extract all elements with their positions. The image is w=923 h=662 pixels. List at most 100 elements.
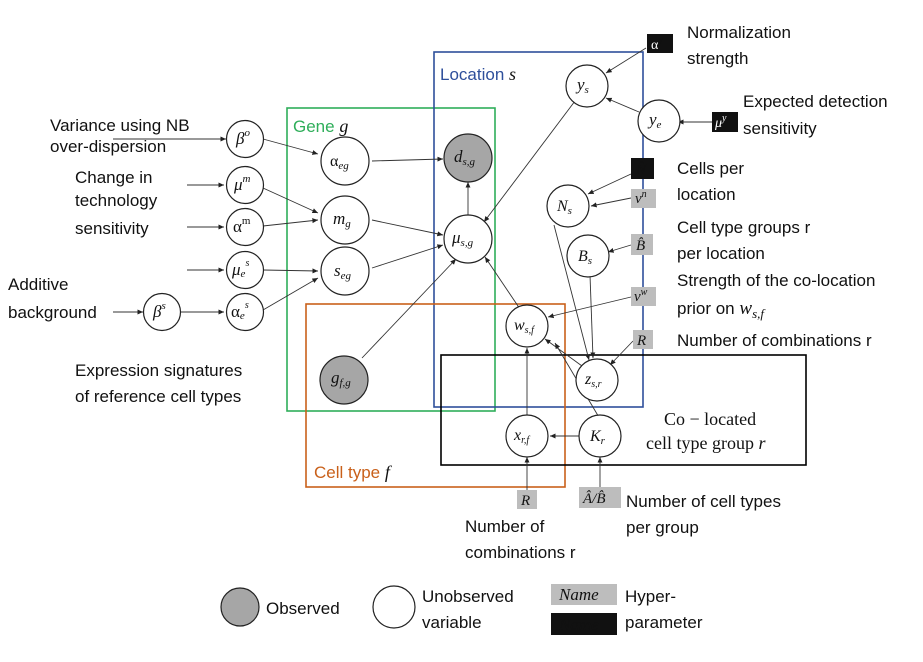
svg-text:μes: μes [231, 258, 249, 280]
svg-text:Name: Name [558, 585, 599, 604]
svg-text:sensitivity: sensitivity [743, 119, 817, 138]
legend-unobserved: Unobserved variable [372, 585, 514, 632]
svg-text:μy: μy [714, 113, 727, 131]
annotation-normalization: Normalization strength [687, 23, 791, 68]
edge-b-s-to-z-sr [589, 274, 596, 359]
svg-text:vn: vn [635, 189, 647, 207]
svg-text:over-dispersion: over-dispersion [50, 137, 166, 156]
svg-text:B̂: B̂ [636, 238, 645, 254]
annotation-change-sensitivity: Change in technology sensitivity [75, 168, 158, 238]
node-y-s: ys [565, 64, 609, 108]
svg-text:Location s: Location s [440, 64, 516, 84]
svg-text:mg: mg [333, 209, 351, 230]
svg-text:gf,g: gf,g [331, 368, 351, 389]
svg-text:Observed: Observed [266, 599, 340, 618]
svg-text:ws,f: ws,f [514, 317, 535, 336]
hyperparam-v-n: vn [631, 189, 656, 208]
svg-text:strength: strength [687, 49, 748, 68]
plate-location: Location s [433, 51, 644, 408]
hyperparam-r-bottom: R [517, 490, 537, 509]
annotation-cells-per-location: Cells per location [677, 159, 744, 204]
node-x-rf: xr,f [505, 414, 549, 458]
edge-mu-es-to-s-eg [262, 268, 319, 274]
hyperparam-n-hat: N̂ [631, 158, 654, 179]
edge-v-n-to-n-s [590, 197, 632, 208]
edge-alpha-es-to-s-eg [262, 277, 319, 311]
svg-text:cell type group r: cell type group r [646, 433, 766, 453]
svg-text:Gene g: Gene g [293, 116, 348, 136]
node-mu-m: μm [225, 165, 265, 205]
annotation-number-cell-types: Number of cell types per group [626, 492, 781, 537]
node-z-sr: zs,r [575, 358, 619, 402]
svg-text:Change in: Change in [75, 168, 153, 187]
svg-text:sensitivity: sensitivity [75, 219, 149, 238]
svg-text:xr,f: xr,f [513, 427, 530, 446]
svg-text:per location: per location [677, 244, 765, 263]
svg-text:Unobserved: Unobserved [422, 587, 514, 606]
edge-mu-m-to-m-g [262, 187, 319, 214]
svg-text:αm: αm [233, 215, 251, 236]
svg-text:prior on ws,f: prior on ws,f [677, 298, 766, 321]
svg-text:Expected detection: Expected detection [743, 92, 888, 111]
svg-text:background: background [8, 303, 97, 322]
legend-observed: Observed [220, 587, 340, 627]
plate-gene: Gene g [286, 107, 496, 412]
svg-text:μs,g: μs,g [451, 228, 474, 249]
annotation-number-combinations-bottom: Number of combinations r [465, 517, 576, 562]
svg-text:Expression signatures: Expression signatures [75, 361, 242, 380]
node-alpha-m: αm [225, 207, 265, 247]
plate-cell-type: Cell type f [305, 303, 566, 488]
svg-text:Co − located: Co − located [664, 409, 756, 429]
node-b-s: Bs [566, 234, 610, 278]
svg-text:ye: ye [647, 110, 662, 131]
svg-text:variable: variable [422, 613, 482, 632]
svg-text:Ns: Ns [556, 198, 572, 217]
svg-text:Number of combinations r: Number of combinations r [677, 331, 872, 350]
hyperparam-r-top: R [633, 330, 653, 349]
svg-text:Cell type groups r: Cell type groups r [677, 218, 811, 237]
svg-text:location: location [677, 185, 736, 204]
edge-z-sr-to-w-sf [544, 338, 583, 367]
svg-text:Number of cell types: Number of cell types [626, 492, 781, 511]
node-alpha-es: αes [225, 292, 265, 332]
svg-text:βo: βo [235, 127, 250, 148]
svg-text:technology: technology [75, 191, 158, 210]
edge-y-e-to-y-s [605, 97, 640, 113]
legend: Observed Unobserved variable Name Name H… [220, 584, 703, 635]
node-alpha-eg: αeg [320, 136, 370, 186]
annotation-expression-signatures: Expression signatures of reference cell … [75, 361, 242, 406]
annotation-number-combinations-right: Number of combinations r [677, 331, 872, 350]
node-mu-es: μes [225, 250, 265, 290]
annotation-cell-type-groups: Cell type groups r per location [677, 218, 811, 263]
svg-text:zs,r: zs,r [584, 371, 602, 390]
svg-text:Cells per: Cells per [677, 159, 744, 178]
node-mu-sg: μs,g [443, 214, 493, 264]
node-k-r: Kr [578, 414, 622, 458]
edges [113, 47, 712, 490]
edge-b-hat-to-b-s [607, 244, 632, 253]
svg-text:Kr: Kr [589, 428, 606, 447]
hyperparam-v-w: vw [631, 287, 656, 306]
svg-text:Variance using NB: Variance using NB [50, 116, 190, 135]
edge-v-w-to-w-sf [547, 296, 632, 319]
hyperparam-ab-hat: Â/B̂ [579, 487, 621, 508]
annotation-expected-detection: Expected detection sensitivity [743, 92, 888, 138]
svg-text:βs: βs [152, 300, 166, 321]
node-m-g: mg [320, 195, 370, 245]
edge-alpha-y-to-y-s [605, 47, 647, 74]
svg-text:per group: per group [626, 518, 699, 537]
annotation-additive-background: Additive background [8, 275, 97, 322]
svg-text:ds,g: ds,g [454, 147, 476, 168]
legend-hyperparameter: Name Name Hyper- parameter [551, 584, 703, 635]
annotation-variance: Variance using NB over-dispersion [50, 116, 190, 156]
edge-s-eg-to-mu-sg [371, 244, 444, 269]
svg-text:Bs: Bs [578, 248, 592, 267]
svg-text:Cell type f: Cell type f [314, 462, 393, 482]
plate-colocated-group: Co − located cell type group r [440, 354, 807, 466]
svg-text:R: R [520, 493, 530, 509]
svg-text:μm: μm [233, 173, 251, 194]
svg-text:αes: αes [231, 300, 249, 322]
node-g-fg: gf,g [319, 355, 369, 405]
annotation-colocation-strength: Strength of the co-location prior on ws,… [677, 271, 875, 321]
edge-r-top-to-z-sr [609, 340, 634, 366]
